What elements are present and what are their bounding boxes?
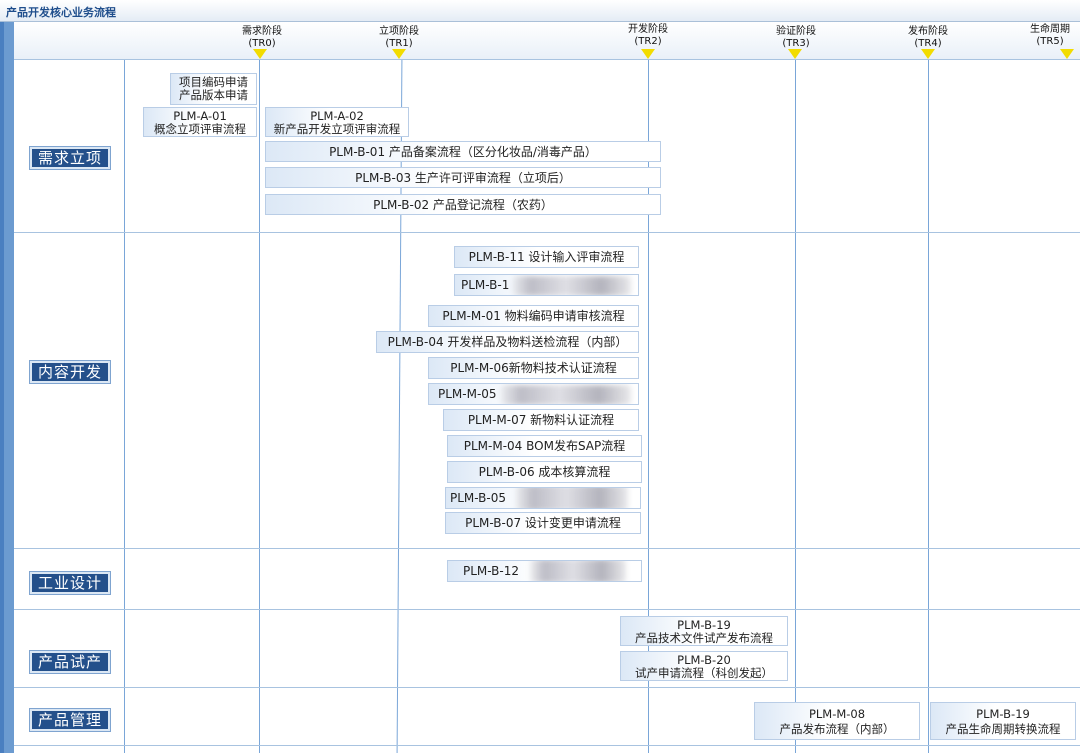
redaction-blur xyxy=(530,561,626,581)
box-line: PLM-M-05 xyxy=(438,387,497,401)
process-box-plm-b-06[interactable]: PLM-B-06 成本核算流程 xyxy=(447,461,642,483)
phase-code: (TR3) xyxy=(782,38,810,49)
box-line: PLM-M-08 xyxy=(808,707,866,721)
phase-code: (TR4) xyxy=(914,38,942,49)
process-box-plm-b-20[interactable]: PLM-B-20 试产申请流程（科创发起） xyxy=(620,651,788,681)
process-box-plm-m-08[interactable]: PLM-M-08 产品发布流程（内部） xyxy=(754,702,920,740)
redaction-blur xyxy=(501,385,631,404)
process-box-plm-m-07[interactable]: PLM-M-07 新物料认证流程 xyxy=(443,409,639,431)
milestone-marker-tr4 xyxy=(921,49,935,59)
phase-header-row xyxy=(14,22,1080,60)
box-line: PLM-B-20 xyxy=(677,653,731,667)
milestone-marker-tr2 xyxy=(641,49,655,59)
process-box-plm-b-03[interactable]: PLM-B-03 生产许可评审流程（立项后） xyxy=(265,167,661,188)
milestone-marker-tr0 xyxy=(253,49,267,59)
box-line: 新产品开发立项评审流程 xyxy=(273,122,401,136)
left-edge-bar xyxy=(0,22,4,753)
title-bar: 产品开发核心业务流程 xyxy=(0,0,1080,22)
phase-tr2: 开发阶段 (TR2) xyxy=(618,24,678,48)
phase-line-tr3 xyxy=(795,60,796,753)
process-box-project-code-request[interactable]: 项目编码申请 产品版本申请 xyxy=(170,73,257,105)
lane-separator xyxy=(14,687,1080,688)
box-line: PLM-B-19 xyxy=(677,618,731,632)
box-line: PLM-B-05 xyxy=(450,491,507,505)
process-box-plm-b-11[interactable]: PLM-B-11 设计输入评审流程 xyxy=(454,246,639,268)
phase-tr4: 发布阶段 (TR4) xyxy=(898,26,958,50)
process-box-plm-a-02[interactable]: PLM-A-02 新产品开发立项评审流程 xyxy=(265,107,409,137)
phase-tr1: 立项阶段 (TR1) xyxy=(369,26,429,50)
redaction-blur xyxy=(513,276,631,295)
process-box-plm-b-12-redacted[interactable]: PLM-B-12 xyxy=(447,560,642,582)
box-line: 产品技术文件试产发布流程 xyxy=(635,631,773,645)
box-line: PLM-B-19 xyxy=(976,707,1030,721)
process-box-plm-b-01[interactable]: PLM-B-01 产品备案流程（区分化妆品/消毒产品） xyxy=(265,141,661,162)
lane-separator xyxy=(14,609,1080,610)
box-line: PLM-A-01 xyxy=(173,109,227,123)
process-box-plm-b-04[interactable]: PLM-B-04 开发样品及物料送检流程（内部） xyxy=(376,331,639,353)
phase-line-tr2 xyxy=(648,60,649,753)
box-line: PLM-B-1 xyxy=(461,278,510,292)
phase-code: (TR1) xyxy=(385,38,413,49)
lane-label-trial-production: 产品试产 xyxy=(29,650,112,674)
lane-label-industrial-design: 工业设计 xyxy=(29,571,112,595)
phase-name: 生命周期 xyxy=(1030,24,1070,35)
process-box-plm-m-01[interactable]: PLM-M-01 物料编码申请审核流程 xyxy=(428,305,639,327)
box-line: 产品发布流程（内部） xyxy=(779,722,895,736)
process-box-plm-m-06[interactable]: PLM-M-06新物料技术认证流程 xyxy=(428,357,639,379)
milestone-marker-tr5 xyxy=(1060,49,1074,59)
phase-name: 需求阶段 xyxy=(242,26,282,37)
process-box-plm-b-02[interactable]: PLM-B-02 产品登记流程（农药） xyxy=(265,194,661,215)
phase-line-tr0 xyxy=(259,60,260,753)
milestone-marker-tr3 xyxy=(788,49,802,59)
box-line: PLM-B-12 xyxy=(463,564,520,578)
process-box-plm-b-07[interactable]: PLM-B-07 设计变更申请流程 xyxy=(445,512,641,534)
phase-tr0: 需求阶段 (TR0) xyxy=(232,26,292,50)
page-title: 产品开发核心业务流程 xyxy=(6,6,116,19)
phase-code: (TR0) xyxy=(248,38,276,49)
redaction-blur xyxy=(516,488,628,508)
lane-label-requirements: 需求立项 xyxy=(29,146,112,170)
lane-separator xyxy=(14,745,1080,746)
box-line: 产品生命周期转换流程 xyxy=(945,722,1061,736)
phase-tr5: 生命周期 (TR5) xyxy=(1022,24,1078,48)
box-line: PLM-A-02 xyxy=(310,109,364,123)
box-line: 试产申请流程（科创发起） xyxy=(635,666,773,680)
phase-line-tr4 xyxy=(928,60,929,753)
process-box-plm-b-19-trial[interactable]: PLM-B-19 产品技术文件试产发布流程 xyxy=(620,616,788,646)
left-band xyxy=(4,22,14,753)
phase-line-tr1 xyxy=(396,60,403,753)
phase-tr3: 验证阶段 (TR3) xyxy=(766,26,826,50)
phase-code: (TR2) xyxy=(634,36,662,47)
lane-separator xyxy=(14,232,1080,233)
lane-separator xyxy=(14,548,1080,549)
box-line: 产品版本申请 xyxy=(179,88,248,102)
process-box-plm-b-1x-redacted[interactable]: PLM-B-1 xyxy=(454,274,639,296)
lane-label-content-development: 内容开发 xyxy=(29,360,112,384)
process-box-plm-m-04[interactable]: PLM-M-04 BOM发布SAP流程 xyxy=(447,435,642,457)
phase-name: 发布阶段 xyxy=(908,26,948,37)
process-box-plm-m-05-redacted[interactable]: PLM-M-05 xyxy=(428,383,639,405)
process-box-plm-a-01[interactable]: PLM-A-01 概念立项评审流程 xyxy=(143,107,257,137)
process-box-plm-b-05-redacted[interactable]: PLM-B-05 xyxy=(445,487,641,509)
phase-code: (TR5) xyxy=(1036,36,1064,47)
lane-label-product-management: 产品管理 xyxy=(29,708,112,732)
phase-name: 验证阶段 xyxy=(776,26,816,37)
column-divider xyxy=(124,60,125,753)
phase-name: 开发阶段 xyxy=(628,24,668,35)
box-line: 项目编码申请 xyxy=(179,75,248,89)
process-box-plm-b-19-lifecycle[interactable]: PLM-B-19 产品生命周期转换流程 xyxy=(930,702,1076,740)
phase-name: 立项阶段 xyxy=(379,26,419,37)
milestone-marker-tr1 xyxy=(392,49,406,59)
box-line: 概念立项评审流程 xyxy=(154,122,246,136)
